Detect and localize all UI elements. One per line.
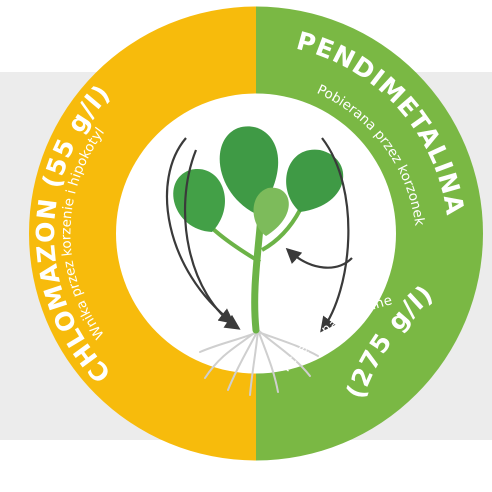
curved-arrow-icon — [165, 137, 353, 333]
